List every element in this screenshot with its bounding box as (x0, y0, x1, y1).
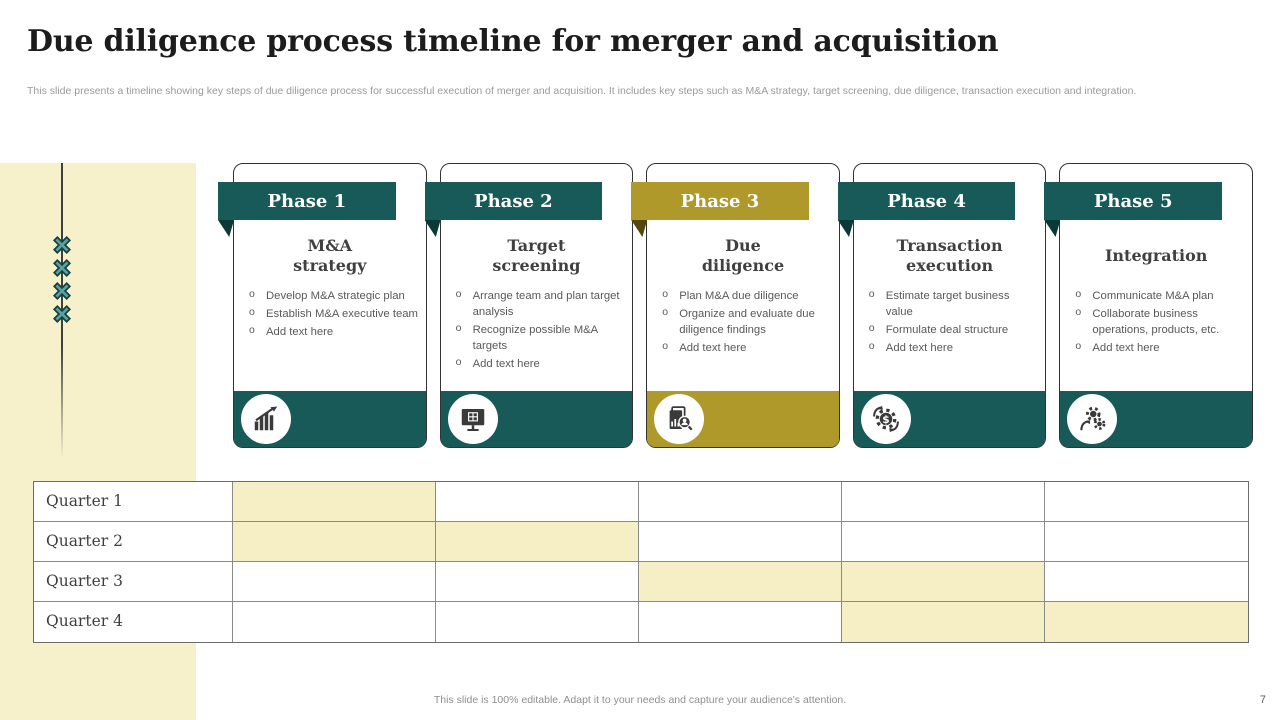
bullet-item: Develop M&A strategic plan (246, 287, 420, 304)
x-marker-icon (52, 304, 72, 324)
phase-4-bullets: Estimate target business value Formulate… (866, 287, 1040, 358)
phase-1-banner: Phase 1 (218, 182, 396, 220)
report-analysis-icon (669, 406, 693, 431)
timeline-cell (1045, 522, 1248, 562)
phase-5-title: Integration (1104, 246, 1208, 265)
timeline-cell (842, 562, 1045, 602)
bullet-item: Add text here (246, 323, 420, 340)
timeline-cell (842, 522, 1045, 562)
x-marker-icon (52, 258, 72, 278)
phase-card-5: Phase 5 Integration Communicate M&A plan… (1044, 163, 1253, 448)
quarter-row-label: Quarter 2 (34, 522, 233, 562)
phase-3-banner: Phase 3 (631, 182, 809, 220)
quarter-row-label: Quarter 3 (34, 562, 233, 602)
banner-fold (631, 220, 648, 237)
banner-fold (1044, 220, 1061, 237)
banner-fold (424, 220, 441, 237)
bullet-item: Add text here (453, 355, 627, 372)
timeline-cell (1045, 602, 1248, 642)
icon-circle (241, 394, 291, 444)
bullet-item: Arrange team and plan target analysis (453, 287, 627, 320)
timeline-cell (233, 522, 436, 562)
banner-fold (837, 220, 854, 237)
icon-circle (1067, 394, 1118, 444)
timeline-cell (436, 602, 639, 642)
x-marker-icon (52, 235, 72, 255)
phase-1-title: M&A strategy (293, 236, 367, 275)
phase-1-footer-bar (234, 391, 426, 447)
quarter-row-label: Quarter 1 (34, 482, 233, 522)
timeline-cell (233, 562, 436, 602)
phase-card-3: Phase 3 Due diligence Plan M&A due dilig… (631, 163, 840, 448)
phase-4-footer-bar: $ (853, 391, 1046, 447)
timeline-cell (436, 522, 639, 562)
gears-integration-icon (1080, 406, 1106, 431)
bullet-item: Plan M&A due diligence (659, 287, 833, 304)
timeline-cell (639, 602, 842, 642)
icon-circle (654, 394, 705, 444)
icon-circle (447, 394, 498, 444)
phase-4-banner: Phase 4 (837, 182, 1016, 220)
phase-3-title: Due diligence (701, 236, 785, 275)
timeline-cell (842, 602, 1045, 642)
slide-title: Due diligence process timeline for merge… (27, 24, 999, 59)
svg-text:$: $ (882, 413, 889, 426)
timeline-markers (51, 234, 73, 325)
timeline-cell (233, 602, 436, 642)
x-marker-icon (52, 281, 72, 301)
timeline-cell (842, 482, 1045, 522)
dollar-gear-icon: $ (872, 405, 899, 433)
timeline-cell (639, 562, 842, 602)
phase-3-footer-bar (647, 391, 839, 447)
phase-2-banner: Phase 2 (424, 182, 603, 220)
phase-card-1: Phase 1 M&A strategy Develop M&A strateg… (218, 163, 427, 448)
bullet-item: Add text here (659, 339, 833, 356)
phase-cards-row: Phase 1 M&A strategy Develop M&A strateg… (218, 163, 1253, 448)
phase-4-title: Transaction execution (896, 236, 1003, 275)
bullet-item: Recognize possible M&A targets (453, 321, 627, 354)
bullet-item: Communicate M&A plan (1072, 287, 1246, 304)
timeline-cell (639, 522, 842, 562)
phase-1-bullets: Develop M&A strategic plan Establish M&A… (246, 287, 420, 342)
phase-card-4: Phase 4 Transaction execution Estimate t… (837, 163, 1047, 448)
slide-footer-note: This slide is 100% editable. Adapt it to… (433, 694, 847, 706)
bullet-item: Organize and evaluate due diligence find… (659, 305, 833, 338)
timeline-cell (1045, 482, 1248, 522)
growth-chart-icon (254, 406, 278, 431)
phase-5-bullets: Communicate M&A plan Collaborate busines… (1072, 287, 1246, 358)
page-number: 7 (1259, 694, 1266, 706)
bullet-item: Collaborate business operations, product… (1072, 305, 1246, 338)
phase-2-footer-bar (440, 391, 633, 447)
slide-subtitle: This slide presents a timeline showing k… (27, 85, 1137, 97)
phase-5-footer-bar (1060, 391, 1252, 447)
phase-card-2: Phase 2 Target screening Arrange team an… (424, 163, 634, 448)
quarter-row-label: Quarter 4 (34, 602, 233, 642)
phase-2-title: Target screening (492, 236, 581, 275)
bullet-item: Add text here (1072, 339, 1246, 356)
timeline-cell (436, 482, 639, 522)
timeline-cell (233, 482, 436, 522)
bullet-item: Estimate target business value (866, 287, 1040, 320)
timeline-cell (436, 562, 639, 602)
banner-fold (218, 220, 234, 237)
quarter-timeline-table: Quarter 1 Quarter 2 Quarter 3 Quarter 4 (33, 481, 1249, 643)
bullet-item: Formulate deal structure (866, 321, 1040, 338)
icon-circle: $ (860, 394, 911, 444)
timeline-cell (1045, 562, 1248, 602)
timeline-cell (639, 482, 842, 522)
phase-3-bullets: Plan M&A due diligence Organize and eval… (659, 287, 833, 358)
bullet-item: Add text here (866, 339, 1040, 356)
phase-2-bullets: Arrange team and plan target analysis Re… (453, 287, 627, 374)
bullet-item: Establish M&A executive team (246, 305, 420, 322)
monitor-icon (461, 409, 484, 431)
phase-5-banner: Phase 5 (1044, 182, 1222, 220)
